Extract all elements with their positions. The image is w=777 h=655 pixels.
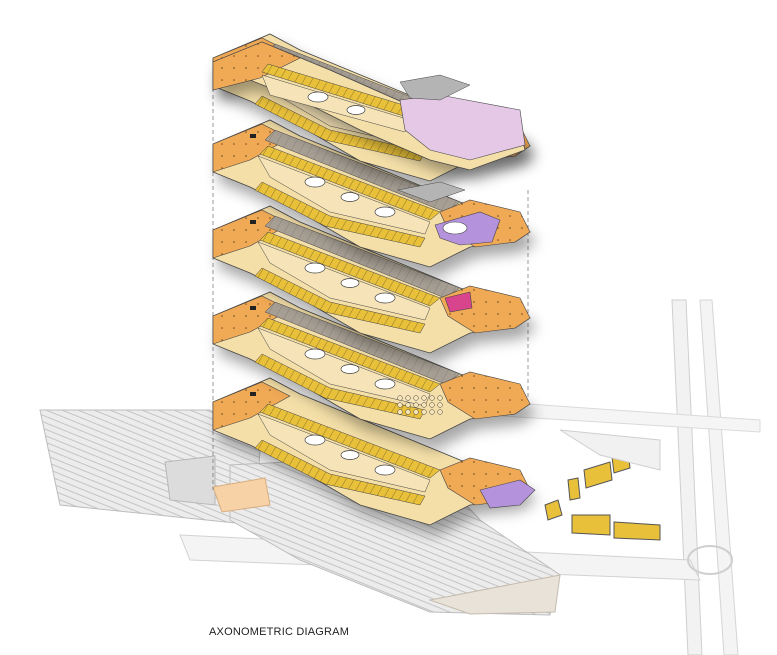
core-block bbox=[250, 306, 256, 310]
site-road-east-2 bbox=[699, 299, 739, 655]
entertainment-zone bbox=[399, 94, 526, 161]
atrium-void bbox=[374, 464, 396, 476]
plate-level-6 bbox=[212, 41, 526, 171]
core-block bbox=[250, 134, 256, 138]
plate-level-3 bbox=[212, 205, 531, 354]
anchor-store-east bbox=[439, 371, 531, 420]
shop-strip-north bbox=[259, 231, 441, 307]
atrium-void bbox=[340, 192, 360, 202]
atrium-void bbox=[304, 262, 326, 274]
diagram-caption: AXONOMETRIC DIAGRAM bbox=[209, 626, 350, 638]
core-block bbox=[250, 392, 256, 396]
site-east-block bbox=[559, 429, 661, 471]
site-plaza-south bbox=[428, 574, 561, 615]
shop-strip-south bbox=[254, 353, 426, 420]
atrium-void bbox=[374, 206, 396, 218]
site-anchor-footprint bbox=[212, 477, 271, 513]
atrium-void bbox=[304, 348, 326, 360]
plate-level-2 bbox=[212, 291, 531, 440]
atrium-void bbox=[340, 450, 360, 460]
service-zone bbox=[399, 74, 471, 101]
shop-strip-north bbox=[259, 317, 441, 393]
mall-concourse bbox=[261, 74, 411, 133]
shop-strip-north bbox=[259, 145, 441, 221]
atrium-void bbox=[374, 378, 396, 390]
shop-strip-south bbox=[254, 267, 426, 334]
site-retail-pads-east bbox=[544, 451, 661, 541]
shop-strip-south bbox=[254, 95, 426, 162]
atrium-void bbox=[304, 434, 326, 446]
core-block bbox=[250, 220, 256, 224]
site-building-west bbox=[164, 455, 216, 506]
site-road-east bbox=[671, 299, 703, 655]
shop-strip-south bbox=[254, 439, 426, 506]
atrium-void bbox=[340, 278, 360, 288]
shop-strip-north bbox=[259, 403, 441, 479]
entertainment-highlight bbox=[444, 291, 473, 313]
atrium-void bbox=[346, 105, 366, 115]
shop-strip-south bbox=[254, 181, 426, 248]
cinema-zone bbox=[479, 479, 536, 509]
atrium-void bbox=[442, 221, 468, 235]
plate-ground bbox=[212, 377, 531, 526]
atrium-void bbox=[374, 292, 396, 304]
site-roundabout bbox=[687, 545, 734, 575]
cinema-zone bbox=[434, 211, 501, 246]
atrium-void bbox=[304, 176, 326, 188]
atrium-void bbox=[340, 364, 360, 374]
food-court-seating bbox=[397, 395, 443, 415]
service-zone bbox=[397, 181, 466, 203]
site-plan bbox=[39, 299, 761, 655]
atrium-void bbox=[307, 91, 329, 103]
